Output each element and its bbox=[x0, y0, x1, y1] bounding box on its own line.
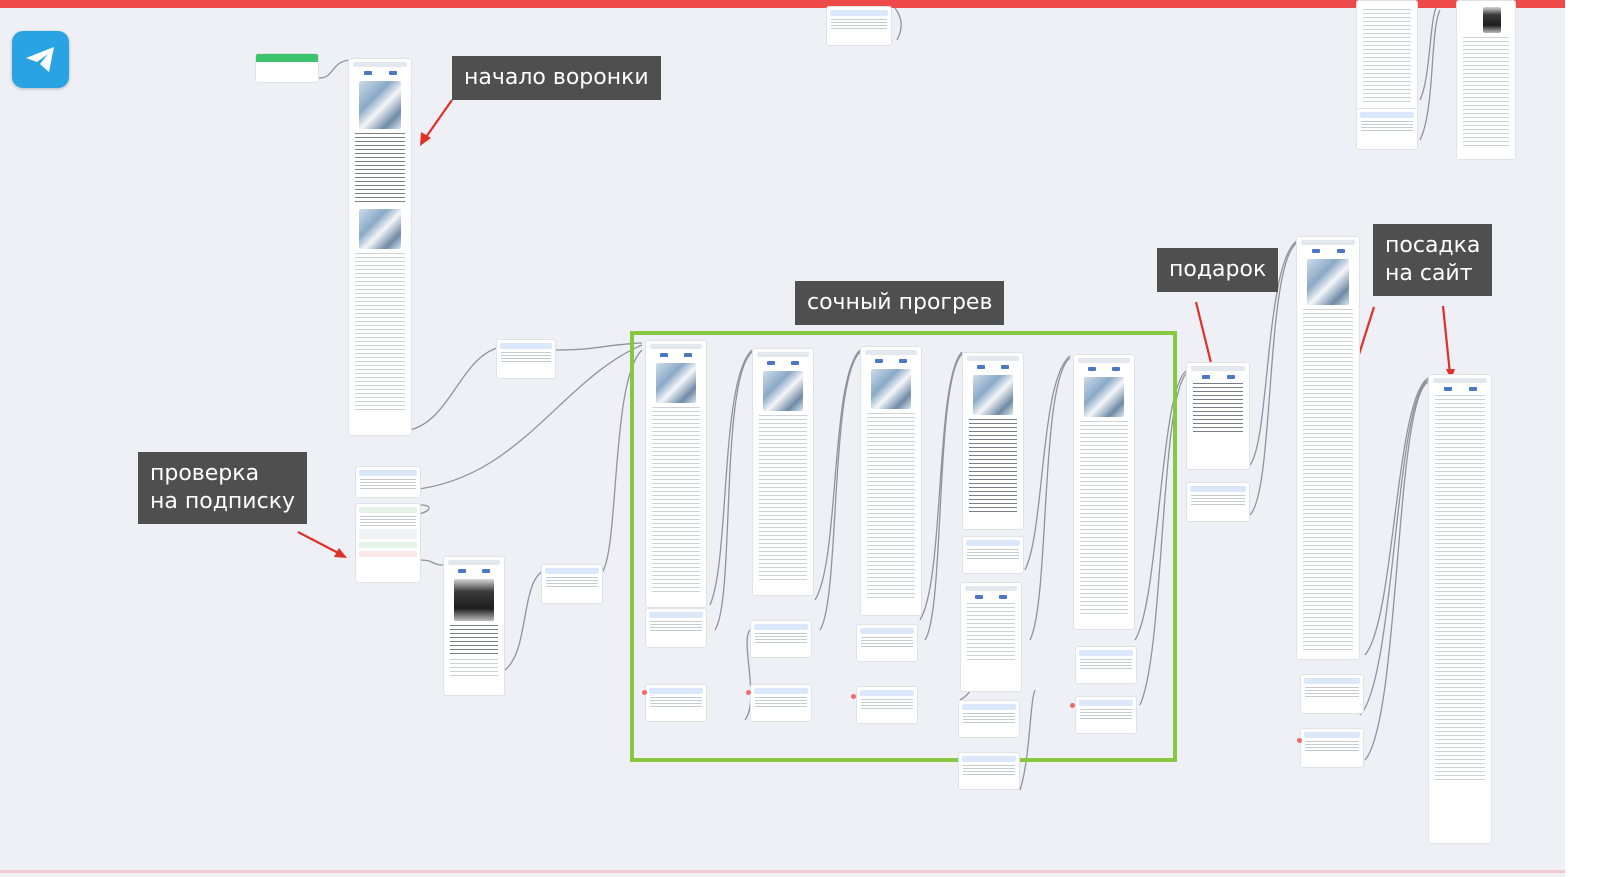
message-card[interactable] bbox=[860, 346, 922, 616]
message-card[interactable] bbox=[962, 352, 1024, 530]
message-card[interactable] bbox=[1456, 0, 1516, 160]
delay-node[interactable] bbox=[1186, 482, 1250, 522]
right-margin bbox=[1565, 0, 1608, 877]
error-dot bbox=[1297, 738, 1302, 743]
message-card[interactable] bbox=[1296, 236, 1360, 660]
delay-node[interactable] bbox=[1300, 674, 1364, 714]
flow-canvas[interactable]: начало воронки проверка на подписку сочн… bbox=[0, 0, 1565, 877]
subscription-check-label: проверка на подписку bbox=[138, 452, 307, 524]
delay-node[interactable] bbox=[962, 536, 1024, 574]
delay-node[interactable] bbox=[750, 620, 812, 658]
error-dot bbox=[746, 690, 751, 695]
delay-node[interactable] bbox=[496, 339, 556, 379]
error-dot bbox=[1070, 703, 1075, 708]
gift-label: подарок bbox=[1157, 248, 1279, 292]
landing-label: посадка на сайт bbox=[1373, 224, 1493, 296]
delay-node[interactable] bbox=[856, 624, 918, 662]
message-card[interactable] bbox=[1186, 362, 1250, 470]
message-card[interactable] bbox=[348, 58, 412, 436]
message-card[interactable] bbox=[443, 556, 505, 696]
start-node[interactable] bbox=[255, 53, 319, 83]
message-card[interactable] bbox=[645, 340, 707, 608]
delay-node[interactable] bbox=[541, 564, 603, 604]
delay-node[interactable] bbox=[1356, 108, 1418, 150]
error-dot bbox=[642, 690, 647, 695]
delay-node[interactable] bbox=[826, 6, 892, 46]
delay-node[interactable] bbox=[1075, 646, 1137, 684]
message-card[interactable] bbox=[960, 582, 1022, 692]
warmup-group-frame bbox=[630, 331, 1177, 762]
delay-node[interactable] bbox=[645, 684, 707, 722]
delay-node[interactable] bbox=[750, 684, 812, 722]
subscription-check-node[interactable] bbox=[355, 503, 421, 583]
error-dot bbox=[851, 694, 856, 699]
landing-label-line1: посадка bbox=[1385, 233, 1481, 258]
delay-node[interactable] bbox=[856, 686, 918, 724]
subscription-check-label-line1: проверка bbox=[150, 461, 260, 486]
delay-node[interactable] bbox=[958, 700, 1020, 738]
message-card[interactable] bbox=[752, 348, 814, 596]
delay-node[interactable] bbox=[645, 608, 707, 648]
delay-node[interactable] bbox=[1300, 728, 1364, 768]
message-card[interactable] bbox=[1428, 374, 1492, 844]
telegram-icon bbox=[12, 31, 69, 88]
message-card[interactable] bbox=[1073, 354, 1135, 630]
subscription-check-label-line2: на подписку bbox=[150, 489, 295, 514]
condition-node[interactable] bbox=[355, 466, 421, 498]
top-accent-bar bbox=[0, 0, 1565, 8]
bottom-edge bbox=[0, 870, 1565, 873]
warmup-label: сочный прогрев bbox=[795, 281, 1005, 325]
delay-node[interactable] bbox=[1075, 696, 1137, 734]
funnel-start-label: начало воронки bbox=[452, 56, 661, 100]
landing-label-line2: на сайт bbox=[1385, 261, 1473, 286]
delay-node[interactable] bbox=[958, 752, 1020, 790]
